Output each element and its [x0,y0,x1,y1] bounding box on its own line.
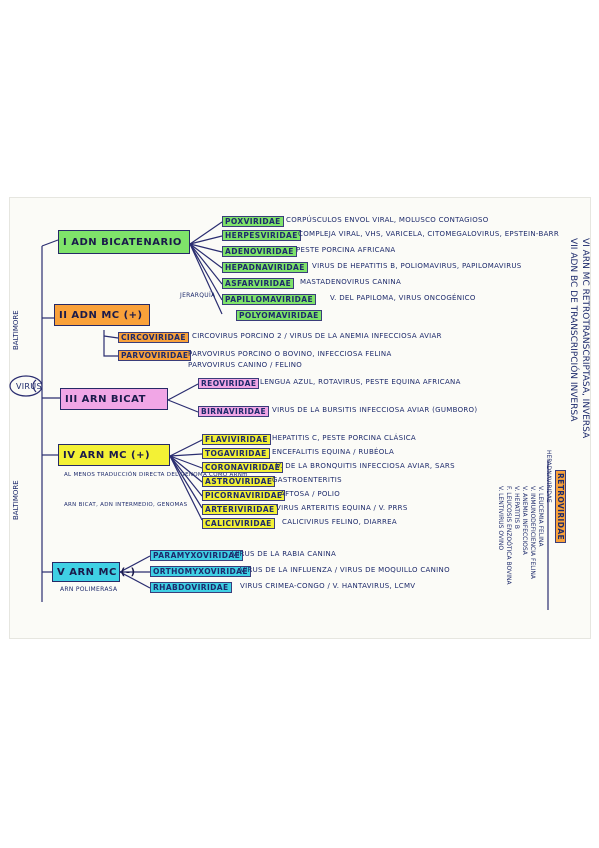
right-line-1: VI ARN MC RETROTRANSCRIPTASA, INVERSA [580,238,590,439]
g2-text-1: CIRCOVIRUS PORCINO 2 / VIRUS DE LA ANEMI… [192,332,442,340]
g4-tag-2: TOGAVIRIDAE [202,448,270,459]
g3-text-2: VIRUS DE LA BURSITIS INFECCIOSA AVIAR (G… [272,406,478,414]
g4-tag-1: FLAVIVIRIDAE [202,434,271,445]
group-5-box: V ARN MC (-) [52,562,135,582]
g4-text-6: VIRUS ARTERITIS EQUINA / V. PRRS [276,504,408,512]
group-2-box: II ADN MC (+) [54,304,150,326]
g2-text-2: PARVOVIRUS PORCINO O BOVINO, INFECCIOSA … [188,350,392,358]
g1-tag-2: HERPESVIRIDAE [222,230,301,241]
g3-tag-2: BIRNAVIRIDAE [198,406,269,417]
g5-text-1: VIRUS DE LA RABIA CANINA [232,550,337,558]
g4-text-7: CALICIVIRUS FELINO, DIARREA [282,518,397,526]
right-tag-retro: RETROVIRIDAE [555,470,566,544]
right-note-6: V. LENTIVIRUS OVINO [497,486,504,551]
group-4-note2: ARN BICAT, ADN INTERMEDIO, GENOMAS [64,502,188,508]
g1-text-5: MASTADENOVIRUS CANINA [300,278,402,286]
g5-text-2: VIRUS DE LA INFLUENZA / VIRUS DE MOQUILL… [240,566,450,574]
left-vertical-label-2: BALTIMORE [12,480,20,520]
g1-tag-7: POLYOMAVIRIDAE [236,310,322,321]
g1-text-4: VIRUS DE HEPATITIS B, POLIOMAVIRUS, PAPI… [312,262,522,270]
root-label: VIRUS [16,382,42,391]
right-tag-2: HEPADNAVIRIDAE [545,450,552,503]
g5-tag-1: PARAMYXOVIRIDAE [150,550,244,561]
g4-text-3: V. DE LA BRONQUITIS INFECCIOSA AVIAR, SA… [276,462,455,470]
left-vertical-label: BALTIMORE [12,310,20,350]
g3-text-1: LENGUA AZUL, ROTAVIRUS, PESTE EQUINA AFR… [260,378,461,386]
group-1-sub: JERARQUÍA [180,292,216,299]
g2-tag-2: PARVOVIRIDAE [118,350,192,361]
g5-tag-2: ORTHOMYXOVIRIDAE [150,566,251,577]
right-note-1: V. LEUCEMIA FELINA [537,486,544,547]
g1-text-3: PESTE PORCINA AFRICANA [296,246,396,254]
group-4-box: IV ARN MC (+) [58,444,170,466]
g4-text-2: ENCEFALITIS EQUINA / RUBÉOLA [272,448,395,456]
g4-text-4: GASTROENTERITIS [272,476,342,484]
right-note-2: V. INMUNODEFICIENCIA FELINA [529,486,536,579]
group-3-box: III ARN BICAT [60,388,168,410]
g4-text-1: HEPATITIS C, PESTE PORCINA CLÁSICA [272,434,416,442]
g3-tag-1: REOVIRIDAE [198,378,260,389]
g2-text-3: PARVOVIRUS CANINO / FELINO [188,361,303,369]
g1-tag-3: ADENOVIRIDAE [222,246,297,257]
g2-tag-1: CIRCOVIRIDAE [118,332,189,343]
group-4-note: AL MENOS TRADUCCIÓN DIRECTA DEL GENOMA C… [64,472,248,478]
g1-text-6: V. DEL PAPILOMA, VIRUS ONCOGÉNICO [330,294,476,302]
g5-tag-3: RHABDOVIRIDAE [150,582,232,593]
g1-text-1: CORPÚSCULOS ENVOL VIRAL, MOLUSCO CONTAGI… [286,216,489,224]
g5-text-3: VIRUS CRIMEA-CONGO / V. HANTAVIRUS, LCMV [240,582,416,590]
g4-tag-4: ASTROVIRIDAE [202,476,276,487]
g4-text-5: AFTOSA / POLIO [280,490,341,498]
root-circle [9,375,43,397]
g4-tag-5: PICORNAVIRIDAE [202,490,286,501]
right-note-3: V. ANEMIA INFECCIOSA [521,486,528,555]
g1-tag-4: HEPADNAVIRIDAE [222,262,308,273]
g1-tag-6: PAPILLOMAVIRIDAE [222,294,317,305]
g4-tag-3: CORONAVIRIDAE [202,462,284,473]
group-1-box: I ADN BICATENARIO [58,230,190,254]
g4-tag-6: ARTERIVIRIDAE [202,504,278,515]
g1-text-2: COMPLEJA VIRAL, VHS, VARICELA, CITOMEGAL… [298,230,559,238]
right-note-4: V. HEPATITIS B [513,486,520,530]
right-note-5: F. LEUCOSIS ENZOÓTICA BOVINA [505,486,512,585]
g1-tag-5: ASFARVIRIDAE [222,278,295,289]
right-line-2: VII ADN BC DE TRANSCRIPCIÓN INVERSA [568,238,578,422]
group-5-note: ARN POLIMERASA [60,586,118,593]
g4-tag-7: CALICIVIRIDAE [202,518,275,529]
g1-tag-1: POXVIRIDAE [222,216,284,227]
